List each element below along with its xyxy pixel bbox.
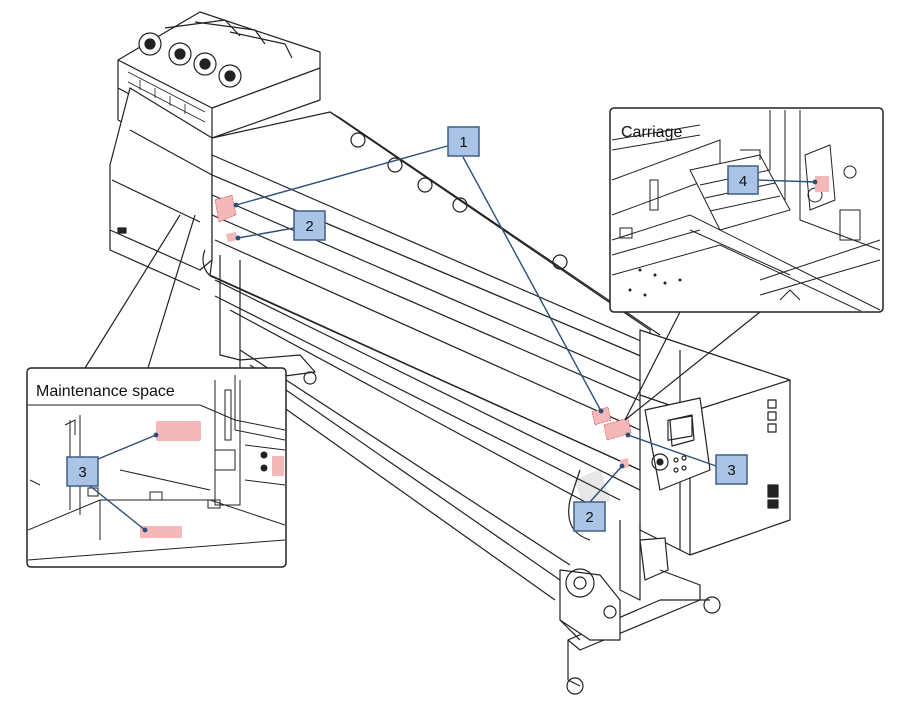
svg-text:3: 3 <box>727 462 735 479</box>
callout-1-top: 1 <box>447 126 480 157</box>
callout-3-maintenance: 3 <box>66 456 99 487</box>
leader-1-right <box>462 156 602 412</box>
leader-end-dots <box>142 179 818 533</box>
maintenance-inset-title: Maintenance space <box>36 383 175 400</box>
svg-text:2: 2 <box>305 218 313 235</box>
leader-lines <box>89 144 816 531</box>
label-area-4-carriage <box>815 176 829 192</box>
maintenance-inset-frame <box>26 367 287 568</box>
leader-3-right <box>627 434 717 467</box>
leader-3-lower <box>89 485 146 531</box>
label-area-3-lower <box>140 526 182 538</box>
label-area-3-right <box>603 417 632 441</box>
svg-text:4: 4 <box>739 173 747 190</box>
label-area-1-right <box>591 406 612 426</box>
svg-text:2: 2 <box>585 509 593 526</box>
callout-2-left: 2 <box>293 210 326 241</box>
callout-4-carriage: 4 <box>727 165 759 195</box>
printer-illustration <box>109 11 791 695</box>
leader-3-upper <box>97 434 157 460</box>
label-area-1-left <box>214 194 237 223</box>
svg-text:3: 3 <box>78 464 86 481</box>
svg-text:1: 1 <box>459 134 467 151</box>
label-area-3-upper <box>156 421 201 441</box>
callout-3-right: 3 <box>715 454 748 485</box>
maintenance-inset: Maintenance space <box>26 214 287 568</box>
leader-2-left <box>237 227 295 239</box>
carriage-inset-title: Carriage <box>621 124 682 141</box>
callout-2-bottom: 2 <box>573 501 606 532</box>
label-area-side <box>272 456 284 476</box>
leader-4 <box>757 179 816 183</box>
label-area-2-left <box>226 232 238 242</box>
leader-1-left <box>235 144 452 206</box>
leader-2-bottom <box>589 465 623 503</box>
carriage-inset: Carriage <box>609 107 884 421</box>
